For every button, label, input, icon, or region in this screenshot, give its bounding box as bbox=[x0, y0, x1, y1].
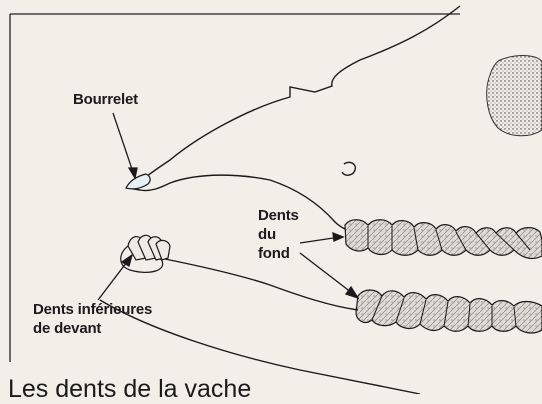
lower-incisors bbox=[128, 235, 170, 260]
label-dents-du-fond-line1: Dents bbox=[258, 206, 299, 225]
upper-molars bbox=[345, 220, 542, 259]
arrow-dents-fond-lower bbox=[300, 253, 356, 296]
bourrelet-pad bbox=[126, 174, 150, 189]
lower-molars bbox=[356, 290, 542, 333]
label-dents-du-fond-line3: fond bbox=[258, 244, 299, 263]
label-bourrelet: Bourrelet bbox=[73, 91, 138, 108]
label-dents-inferieures-line1: Dents inférieures bbox=[33, 300, 152, 319]
lower-jaw-outline bbox=[160, 258, 358, 310]
label-dents-inferieures-line2: de devant bbox=[33, 319, 152, 338]
nostril-icon bbox=[342, 162, 355, 175]
label-dents-du-fond-line2: du bbox=[258, 225, 299, 244]
label-dents-du-fond: Dents du fond bbox=[258, 206, 299, 263]
dotted-sphere bbox=[487, 56, 542, 136]
upper-jaw-outline bbox=[128, 6, 460, 233]
figure-caption: Les dents de la vache bbox=[8, 374, 251, 404]
label-dents-inferieures: Dents inférieures de devant bbox=[33, 300, 152, 338]
